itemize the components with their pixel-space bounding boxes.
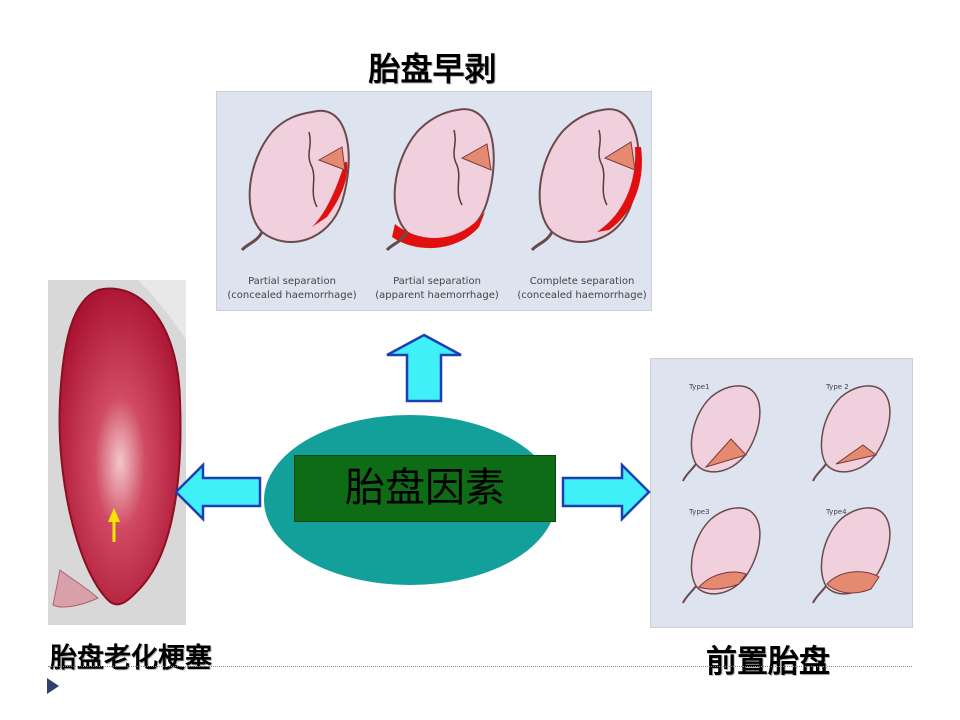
caption-1-line2: (concealed haemorrhage) [227,290,356,301]
uterus-diagram-3 [530,108,642,252]
type3-label: Type3 [688,508,710,516]
previa-diagram-4 [812,507,891,604]
type2-label: Type 2 [825,383,849,391]
caption-2-line2: (apparent haemorrhage) [375,290,499,301]
placenta-previa-illustration: Type1 Type 2 Type3 Type4 [650,358,913,628]
caption-2-line1: Partial separation [393,276,481,287]
uterus-diagram-2 [385,108,495,252]
up-arrow-icon [386,333,462,403]
right-arrow-icon [561,462,651,522]
previa-diagram-2 [812,385,891,482]
left-arrow-icon [174,462,262,522]
center-label: 胎盘因素 [294,455,556,522]
footer-divider [48,666,912,667]
type4-label: Type4 [825,508,847,516]
yellow-arrow-icon [108,508,120,522]
caption-3-line2: (concealed haemorrhage) [517,290,646,301]
type1-label: Type1 [688,383,710,391]
previa-diagram-1 [682,385,761,482]
previa-diagram-3 [682,507,761,604]
top-title: 胎盘早剥 [330,46,535,92]
bottom-right-label: 前置胎盘 [706,644,830,680]
uterus-diagram-1 [240,109,350,252]
caption-1-line1: Partial separation [248,276,336,287]
bottom-left-label: 胎盘老化梗塞 [50,643,212,674]
caption-3-line1: Complete separation [530,276,635,287]
abruption-illustration: Partial separation (concealed haemorrhag… [216,91,652,311]
slide-bullet-icon [47,678,59,694]
placenta-infarct-photo [48,280,186,625]
